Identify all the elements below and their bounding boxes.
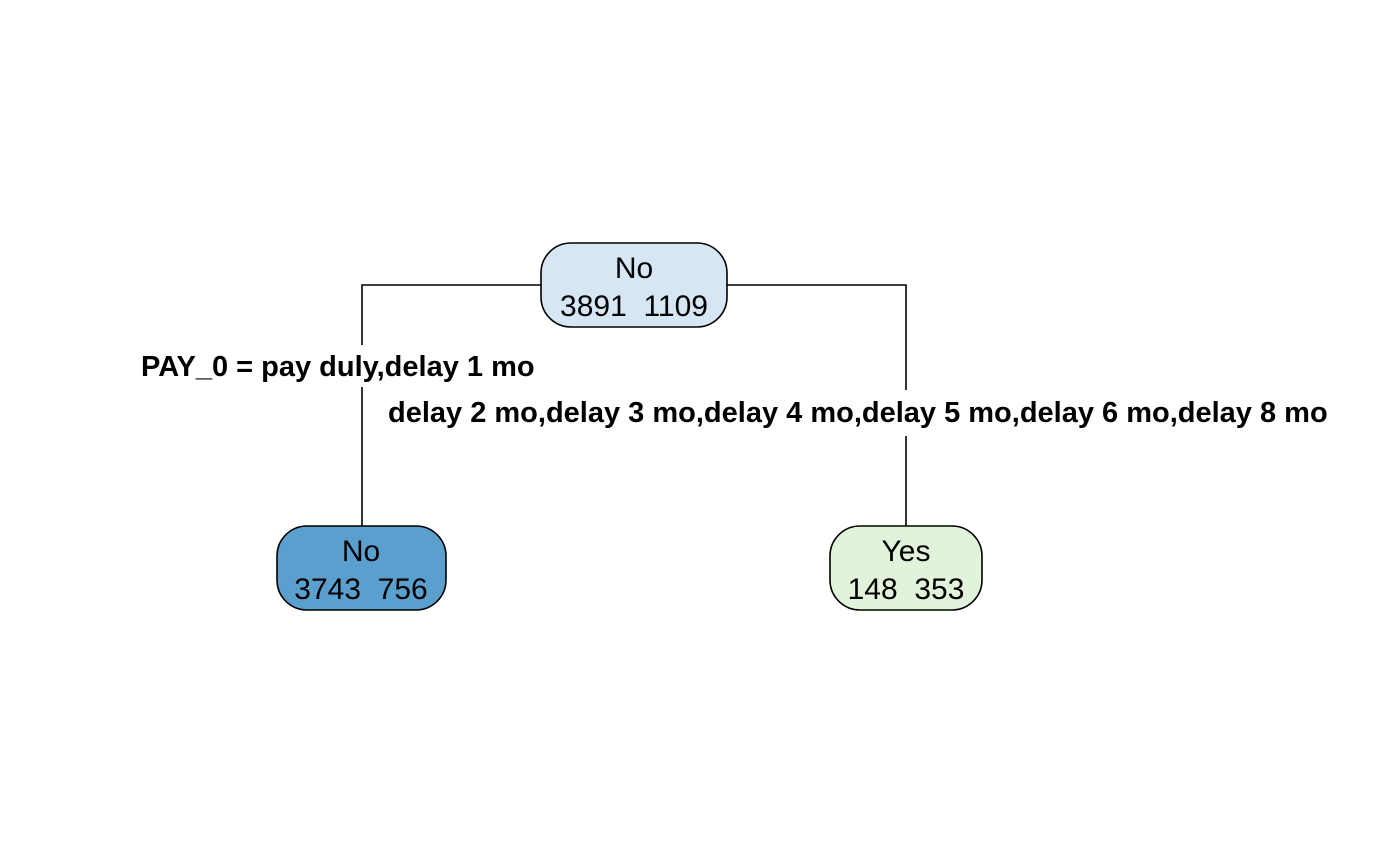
- edge-left: [361, 284, 541, 526]
- root-node-box: [540, 242, 728, 328]
- right-leaf-node: Yes 148 353: [829, 525, 983, 611]
- split-labels: PAY_0 = pay duly,delay 1 mo delay 2 mo,d…: [141, 345, 1328, 436]
- root-class-label: No: [615, 252, 653, 285]
- right-rule-background: [896, 390, 916, 436]
- right-split-rule: delay 2 mo,delay 3 mo,delay 4 mo,delay 5…: [388, 397, 1328, 429]
- left-split-rule: PAY_0 = pay duly,delay 1 mo: [141, 351, 535, 383]
- right-leaf-class-label: Yes: [882, 535, 931, 568]
- left-leaf-counts: 3743 756: [294, 573, 427, 606]
- edge-right: [727, 284, 907, 526]
- right-leaf-counts: 148 353: [848, 573, 965, 606]
- left-leaf-box: [276, 525, 447, 611]
- root-node: No 3891 1109: [540, 242, 728, 328]
- left-leaf-class-label: No: [342, 535, 380, 568]
- left-rule-background: [352, 345, 372, 387]
- left-leaf-node: No 3743 756: [276, 525, 447, 611]
- tree-edges: [361, 284, 907, 526]
- root-counts: 3891 1109: [560, 290, 708, 323]
- right-leaf-box: [829, 525, 983, 611]
